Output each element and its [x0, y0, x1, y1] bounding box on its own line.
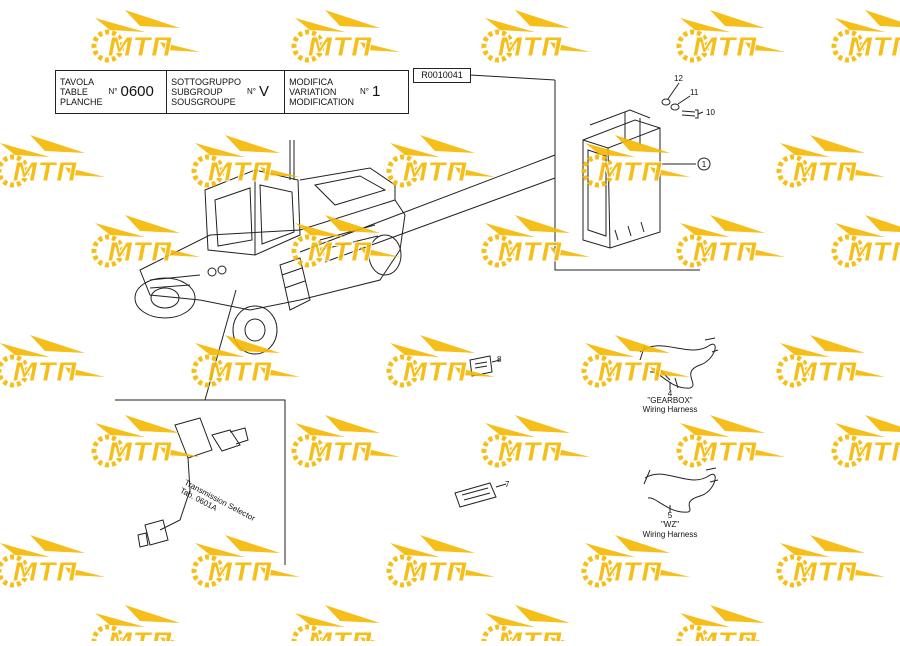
title-block: TAVOLA TABLE PLANCHE N° 0600 SOTTOGRUPPO…	[55, 70, 409, 114]
callout-1: 1	[701, 160, 707, 169]
callout-11: 11	[690, 88, 699, 97]
table-no-label: N°	[108, 87, 118, 96]
modification-no-label: N°	[359, 87, 369, 96]
table-label-fr: PLANCHE	[60, 97, 103, 107]
table-value: 0600	[120, 83, 154, 100]
callout-10: 10	[706, 108, 715, 117]
gearbox-harness-name: "GEARBOX"	[647, 396, 693, 405]
callout-7: 7	[505, 480, 510, 489]
gearbox-harness-type: Wiring Harness	[642, 405, 698, 414]
subgroup-no-label: N°	[247, 87, 256, 96]
subgroup-label-en: SUBGROUP	[171, 87, 223, 97]
table-label-it: TAVOLA	[60, 77, 95, 87]
table-cell: TAVOLA TABLE PLANCHE N° 0600	[56, 71, 168, 113]
subgroup-label-it: SOTTOGRUPPO	[171, 77, 242, 87]
callout-8: 8	[497, 355, 502, 364]
wz-harness-type: Wiring Harness	[642, 530, 698, 539]
callout-5: 5	[667, 511, 673, 520]
subgroup-value: V	[259, 83, 270, 100]
forklift-illustration	[134, 140, 406, 355]
modification-cell: MODIFICA VARIATION MODIFICATION N° 1	[285, 71, 408, 113]
control-unit-illustration	[582, 109, 661, 249]
callout-12: 12	[674, 74, 683, 83]
gearbox-harness-illustration	[639, 337, 719, 389]
modification-value: 1	[371, 83, 381, 100]
subgroup-label-fr: SOUSGROUPE	[171, 97, 236, 107]
wz-harness-illustration	[643, 467, 719, 513]
callout-4: 4	[667, 389, 673, 398]
modification-label-it: MODIFICA	[289, 77, 334, 87]
subgroup-cell: SOTTOGRUPPO SUBGROUP SOUSGROUPE N° V	[167, 71, 286, 113]
modification-label-fr: MODIFICATION	[289, 97, 354, 107]
table-label-en: TABLE	[60, 87, 88, 97]
wz-harness-name: "WZ"	[660, 520, 680, 529]
modification-label-en: VARIATION	[289, 87, 337, 97]
